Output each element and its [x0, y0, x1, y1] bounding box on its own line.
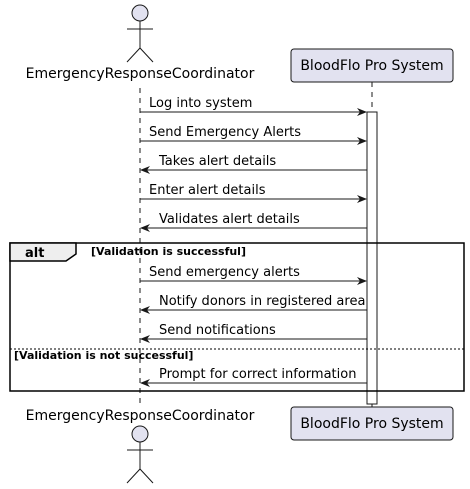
message: Send emergency alerts: [140, 265, 367, 285]
system-activation-bar: [366, 111, 378, 405]
system-participant-top: BloodFlo Pro System: [290, 48, 454, 83]
message: Send Emergency Alerts: [140, 125, 367, 145]
message-label: Log into system: [149, 96, 252, 111]
participant-box: [290, 48, 454, 83]
coordinator-name-top: EmergencyResponseCoordinator: [26, 66, 255, 82]
coordinator-name-bottom: EmergencyResponseCoordinator: [26, 408, 255, 424]
system-name-top: BloodFlo Pro System: [300, 58, 443, 74]
alt-guard-failure: [Validation is not successful]: [14, 349, 193, 362]
actor-icon: [131, 4, 149, 22]
actor-icon: [131, 425, 149, 443]
message-label: Enter alert details: [149, 183, 266, 198]
message-label: Notify donors in registered area: [159, 294, 365, 309]
alt-tab: [9, 242, 77, 262]
message-label: Send notifications: [159, 323, 276, 338]
message: Send notifications: [140, 323, 367, 343]
alt-fragment: alt [Validation is successful] [Validati…: [9, 242, 465, 392]
participant-box: [290, 406, 454, 441]
coordinator-actor-top: EmergencyResponseCoordinator: [26, 4, 255, 82]
alt-operator: alt: [25, 246, 44, 261]
system-participant-bottom: BloodFlo Pro System: [290, 406, 454, 441]
coordinator-actor-bottom: EmergencyResponseCoordinator: [26, 408, 255, 484]
system-name-bottom: BloodFlo Pro System: [300, 416, 443, 432]
alt-frame: [9, 242, 465, 392]
message: Log into system: [140, 96, 367, 116]
message-label: Validates alert details: [159, 212, 300, 227]
message-label: Send emergency alerts: [149, 265, 300, 280]
alt-guard-success: [Validation is successful]: [91, 245, 246, 258]
message: Enter alert details: [140, 183, 367, 203]
message: Validates alert details: [140, 212, 367, 232]
message: Prompt for correct information: [140, 367, 367, 387]
message: Takes alert details: [140, 154, 367, 174]
message-label: Prompt for correct information: [159, 367, 356, 382]
message-label: Takes alert details: [158, 154, 276, 169]
message: Notify donors in registered area: [140, 294, 367, 314]
message-label: Send Emergency Alerts: [149, 125, 301, 140]
